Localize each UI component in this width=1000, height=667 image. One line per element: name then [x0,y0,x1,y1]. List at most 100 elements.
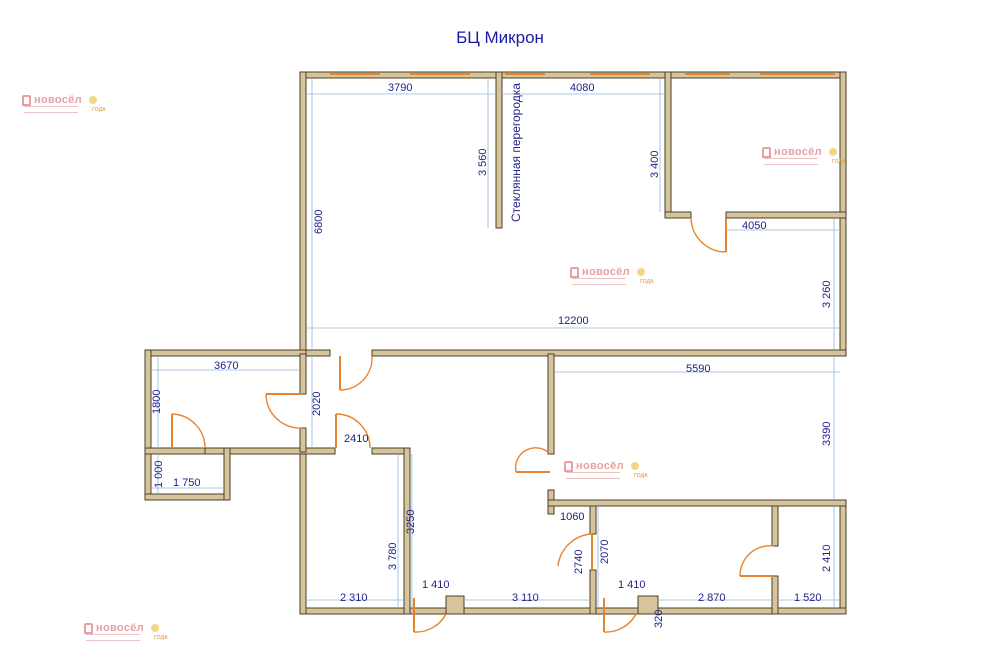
dim-6800: 6800 [313,210,325,234]
wall-annex-door-post-2 [299,427,307,453]
door-small-room [557,533,593,570]
dim-1060: 1060 [560,511,584,523]
dim-12200: 12200 [558,315,589,327]
dim-2020: 2020 [311,392,323,416]
watermark: новосёл ГОДА [22,94,106,113]
dim-1410a: 1 410 [422,579,450,591]
dim-3400: 3 400 [649,150,661,178]
wall-bottom-notch [445,595,465,615]
sun-logo-icon [150,624,159,632]
dim-1750: 1 750 [173,477,201,489]
doors [171,217,775,633]
dim-3560: 3 560 [477,148,489,176]
wall-room-tr-bottom [664,211,692,219]
door-annex [265,393,303,429]
watermark: новосёл ГОДА [570,266,654,285]
wall-room-small-left-2 [589,569,597,615]
house-logo-icon [762,146,771,158]
house-logo-icon [564,460,573,472]
dim-1410b: 1 410 [618,579,646,591]
dim-3390: 3390 [821,422,833,446]
wall-room-right-bottom [547,499,847,507]
dim-2310: 2 310 [340,592,368,604]
watermark-subtitle-lines [764,158,818,165]
watermark-subtitle-lines [566,472,620,479]
wall-annex-mid-2 [204,447,336,455]
dimension-lines [151,78,840,608]
dim-5590: 5590 [686,363,710,375]
watermark-year: ГОДА [154,635,168,641]
wall-annex-left [144,349,152,501]
watermark-subtitle-lines [24,106,78,113]
dim-320: 320 [653,610,665,628]
walls [144,71,847,615]
watermark-name: новосёл [96,622,144,634]
dim-3790: 3790 [388,82,412,94]
dim-3670: 3670 [214,360,238,372]
wall-office-divider-2 [371,349,847,357]
glass-partition-label: Стеклянная перегородка [509,83,523,222]
watermark-name: новосёл [582,266,630,278]
door-far-right-room [739,545,775,577]
plan-title: БЦ Микрон [456,28,544,47]
dim-1000: 1 000 [153,460,165,488]
wall-room-small-left [589,505,597,535]
wall-annex-right [223,447,231,501]
wall-left-lower [299,447,307,615]
door-bottom-right [603,598,637,633]
watermark: новосёл ГОДА [564,460,648,479]
dim-1800: 1800 [151,390,163,414]
wall-room-tr-bottom-2 [725,211,847,219]
dim-4080: 4080 [570,82,594,94]
watermark-name: новосёл [34,94,82,106]
dim-3250: 3250 [405,510,417,534]
house-logo-icon [84,622,93,634]
sun-logo-icon [636,268,645,276]
door-right-room [514,447,551,473]
wall-annex-door-post [299,353,307,395]
watermark-year: ГОДА [832,159,846,165]
house-logo-icon [570,266,579,278]
wall-left-upper [299,71,307,355]
wall-room-small-right [771,505,779,547]
dim-2410b: 2 410 [821,544,833,572]
wall-corridor-vert [403,447,411,615]
watermark: новосёл ГОДА [84,622,168,641]
wall-annex-bottom [144,493,231,501]
wall-bottom [299,607,847,615]
watermark-year: ГОДА [634,473,648,479]
watermark-subtitle-lines [86,634,140,641]
dim-4050: 4050 [742,220,766,232]
watermark: новосёл ГОДА [762,146,846,165]
wall-annex-top [144,349,307,357]
house-logo-icon [22,94,31,106]
dimension-labels: 3790 4080 3 560 3 400 4050 6800 3 260 12… [151,82,833,628]
dim-1520: 1 520 [794,592,822,604]
dim-2740: 2740 [573,550,585,574]
sun-logo-icon [828,148,837,156]
watermark-year: ГОДА [640,279,654,285]
dim-2410a: 2410 [344,433,368,445]
wall-bottom-notch-2 [637,595,659,615]
watermark-name: новосёл [774,146,822,158]
sun-logo-icon [88,96,97,104]
door-bottom-left [413,598,447,633]
door-office-entry [339,355,373,391]
wall-room-right-left [547,353,555,455]
dim-3260: 3 260 [821,280,833,308]
watermark-year: ГОДА [92,107,106,113]
dim-2070: 2070 [599,540,611,564]
wall-room-small-right-2 [771,575,779,615]
wall-right-lower [839,499,847,615]
door-top-right-room [690,217,727,253]
glass-partition [495,71,503,229]
watermark-subtitle-lines [572,278,626,285]
door-annex-inner [171,413,206,449]
dim-3780: 3 780 [387,542,399,570]
door-corridor [335,413,371,449]
wall-room-tr-left [664,71,672,219]
watermark-name: новосёл [576,460,624,472]
sun-logo-icon [630,462,639,470]
dim-2870: 2 870 [698,592,726,604]
